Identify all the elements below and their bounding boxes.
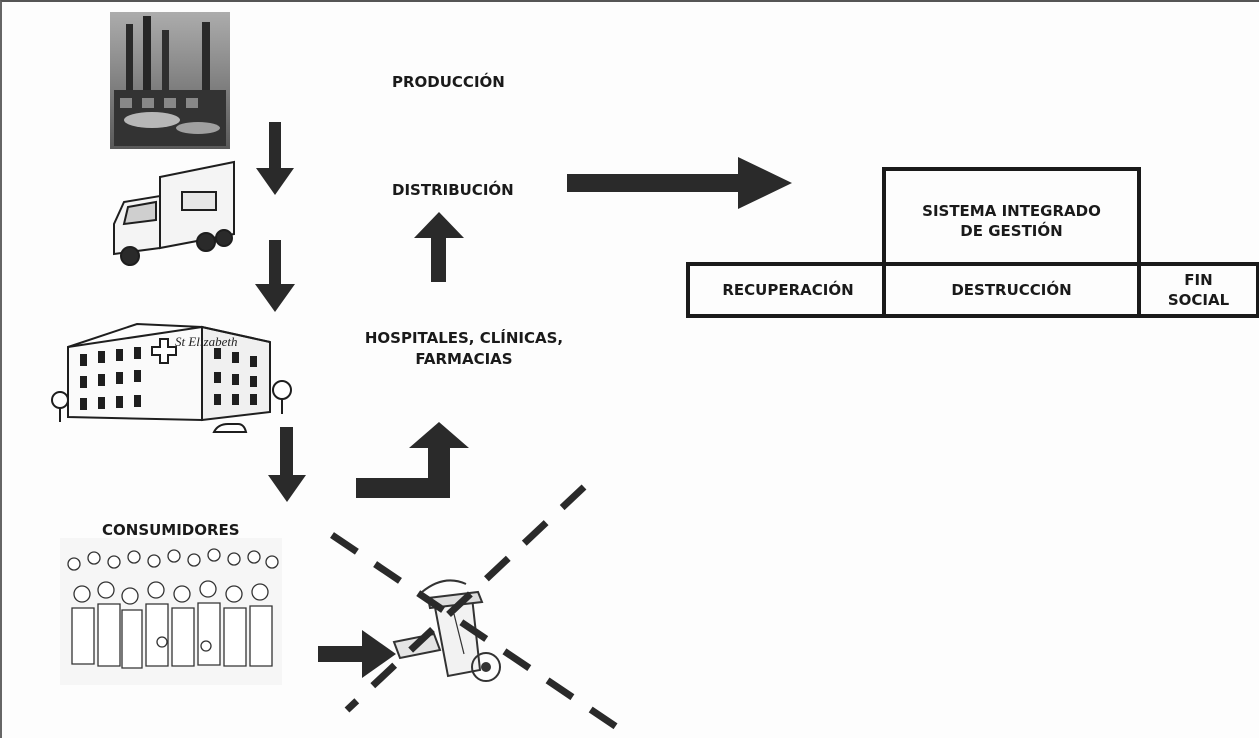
system-social-line2: SOCIAL	[1167, 291, 1230, 309]
label-consumers: CONSUMIDORES	[102, 521, 240, 539]
crowd-icon	[60, 538, 282, 685]
label-hospitals: HOSPITALES, CLÍNICAS, FARMACIAS	[354, 328, 574, 370]
system-social-line1: FIN	[1184, 270, 1213, 289]
trash-can-icon	[392, 579, 501, 682]
arrow-up-1	[414, 212, 464, 282]
system-social-end: FIN SOCIAL	[1141, 266, 1256, 314]
truck-icon	[113, 160, 235, 266]
arrow-down-3	[268, 427, 306, 502]
label-hospitals-line1: HOSPITALES, CLÍNICAS,	[364, 329, 564, 347]
hospital-sign-text: St Elizabeth	[175, 334, 237, 349]
arrow-down-1	[256, 122, 294, 195]
arrow-elbow-up	[356, 422, 469, 498]
system-base-row	[686, 262, 1259, 318]
label-production: PRODUCCIÓN	[392, 73, 505, 91]
label-hospitals-line2: FARMACIAS	[415, 350, 513, 368]
hospital-icon	[51, 322, 292, 433]
arrow-down-2	[255, 240, 295, 312]
arrow-right-distribution	[567, 157, 792, 209]
system-recovery: RECUPERACIÓN	[722, 280, 854, 299]
system-title-line2: DE GESTIÓN	[960, 222, 1063, 241]
flow-arrows	[255, 122, 792, 678]
system-title-line1: SISTEMA INTEGRADO	[922, 202, 1101, 220]
dashed-cross	[330, 484, 632, 738]
factory-icon	[110, 12, 230, 149]
system-title-box: SISTEMA INTEGRADO DE GESTIÓN	[882, 167, 1141, 318]
arrow-right-trash	[318, 630, 396, 678]
label-distribution: DISTRIBUCIÓN	[392, 181, 514, 199]
system-destruction: DESTRUCCIÓN	[951, 280, 1072, 299]
